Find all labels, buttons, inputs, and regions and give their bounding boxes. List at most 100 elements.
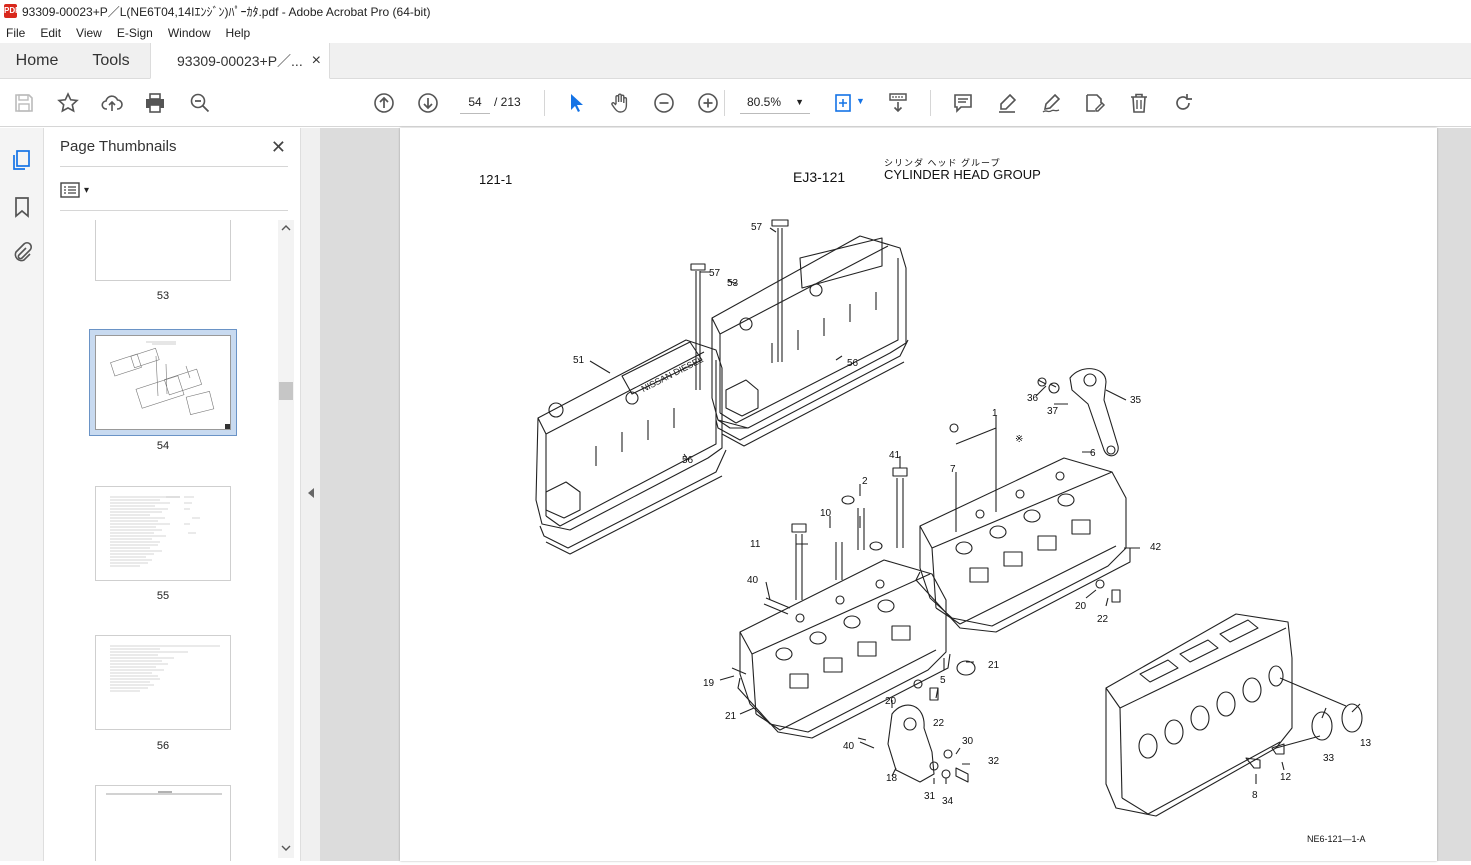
zoom-caret-icon: ▼ [795,97,804,107]
menu-view[interactable]: View [76,25,102,40]
cover-brand-text: NISSAN DIESEL [640,354,705,394]
callout-57: 57 [709,268,721,279]
callout-53: 53 [727,278,739,289]
thumbnail-page-55-image [110,496,200,567]
page-total: / 213 [494,95,521,109]
callout-56: 56 [847,358,859,369]
hand-icon[interactable] [608,91,632,115]
thumbnail-options-button[interactable]: ▾ [60,180,100,200]
exploded-parts-diagram: NISSAN DIESEL [535,219,1372,817]
callout-5: 21 [988,660,1000,671]
thumbnail-scrollbar[interactable] [278,220,294,858]
title-bar: PDF 93309-00023+P／L(NE6T04,14Iｴﾝｼﾞﾝ)ﾊﾟｰｶ… [0,0,1471,22]
callout-19: 5 [940,675,946,686]
bookmark-icon[interactable] [10,195,34,219]
callout-42: 11 [750,539,761,550]
menu-esign[interactable]: E-Sign [116,25,153,40]
pdf-page[interactable]: 121-1 EJ3-121 シリンダ ヘッド グループ CYLINDER HEA… [400,128,1437,861]
sign-icon[interactable] [1039,91,1063,115]
callout-40: 21 [725,711,737,722]
tab-document-label: 93309-00023+P／... [177,52,303,69]
callout-21: 22 [1097,614,1109,625]
drawing-reference: NE6-121—1-A [1307,834,1366,844]
thumbnail-page-56[interactable] [95,635,231,730]
callout-9: 8 [1252,790,1258,801]
toolbar-separator [724,90,725,116]
callout-22: 20 [885,696,897,707]
rotate-icon[interactable] [1171,91,1195,115]
menu-help[interactable]: Help [225,25,251,40]
tab-document[interactable]: 93309-00023+P／... × [150,43,330,79]
callout-32: 30 [962,736,974,747]
print-icon[interactable] [143,91,167,115]
callout-12: 13 [1360,738,1372,749]
scrollbar-thumb[interactable] [279,382,293,400]
main-toolbar: ▼ [0,80,1471,127]
callout-35: 35 [1130,395,1142,406]
scroll-down-icon[interactable] [278,842,294,854]
menu-window[interactable]: Window [167,25,211,40]
panel-splitter[interactable] [300,128,320,861]
acrobat-pdf-icon: PDF [4,4,20,18]
zoom-value: 80.5% [747,95,782,109]
save-icon[interactable] [12,91,36,115]
thumbnail-page-55[interactable] [95,486,231,581]
scroll-mode-icon[interactable] [886,91,910,115]
zoom-in-icon[interactable] [696,91,720,115]
tab-tools[interactable]: Tools [92,51,130,69]
fit-page-caret-icon[interactable]: ▼ [856,96,865,106]
callout-8: 12 [1280,772,1292,783]
zoom-search-icon[interactable] [188,91,212,115]
zoom-select[interactable]: 80.5% ▼ [740,90,810,114]
callout-20: 19 [703,678,715,689]
thumbnail-page-57[interactable] [95,785,231,861]
edit-icon[interactable] [1083,91,1107,115]
comment-icon[interactable] [951,91,975,115]
tab-bar: Home Tools 93309-00023+P／... × [0,43,1471,79]
thumbnail-label: 56 [156,740,170,752]
menu-file[interactable]: File [6,25,26,40]
page-number-input[interactable]: 54 [460,90,490,114]
thumbnail-page-54-image [95,335,231,430]
callout-40: 42 [1150,542,1162,553]
delete-icon[interactable] [1127,91,1151,115]
attachment-icon[interactable] [10,241,34,265]
menu-edit[interactable]: Edit [40,25,62,40]
page-thumbnails-icon[interactable] [10,148,34,172]
callout-33: 34 [942,796,954,807]
upload-icon[interactable] [100,91,124,115]
callout-note-mark: ※ [1015,434,1023,445]
callout-22: 20 [1075,601,1087,612]
callout-20: 40 [747,575,759,586]
scroll-up-icon[interactable] [278,222,294,234]
callout-1: 1 [992,408,998,419]
fit-page-icon[interactable] [832,91,856,115]
panel-divider [60,166,288,167]
panel-close-icon[interactable]: ✕ [270,137,286,157]
thumbnail-options-icon [60,182,80,198]
thumbnail-options-caret-icon: ▾ [84,184,90,196]
drawing-title-jp: シリンダ ヘッド グループ [884,158,1001,168]
left-rail [0,128,44,861]
arrow-down-icon[interactable] [416,91,440,115]
collapse-panel-icon[interactable] [306,487,316,499]
select-cursor-icon[interactable] [564,91,588,115]
callout-37: 37 [1047,406,1059,417]
zoom-out-icon[interactable] [652,91,676,115]
thumbnail-page-53[interactable] [95,220,231,281]
drawing-code: EJ3-121 [793,169,846,185]
tab-home[interactable]: Home [15,51,59,69]
thumbnail-label: 54 [156,440,170,452]
tab-close-icon[interactable]: × [311,51,321,69]
callout-6: 6 [1090,448,1096,459]
callout-7: 7 [950,464,956,475]
drawing-page-number: 121-1 [479,172,513,187]
star-icon[interactable] [56,91,80,115]
callout-2: 2 [862,476,868,487]
thumbnail-page-54[interactable] [89,329,237,436]
callout-31: 32 [988,756,1000,767]
arrow-up-icon[interactable] [372,91,396,115]
panel-title: Page Thumbnails [60,138,177,155]
drawing-title: CYLINDER HEAD GROUP [884,167,1041,182]
highlight-icon[interactable] [995,91,1019,115]
